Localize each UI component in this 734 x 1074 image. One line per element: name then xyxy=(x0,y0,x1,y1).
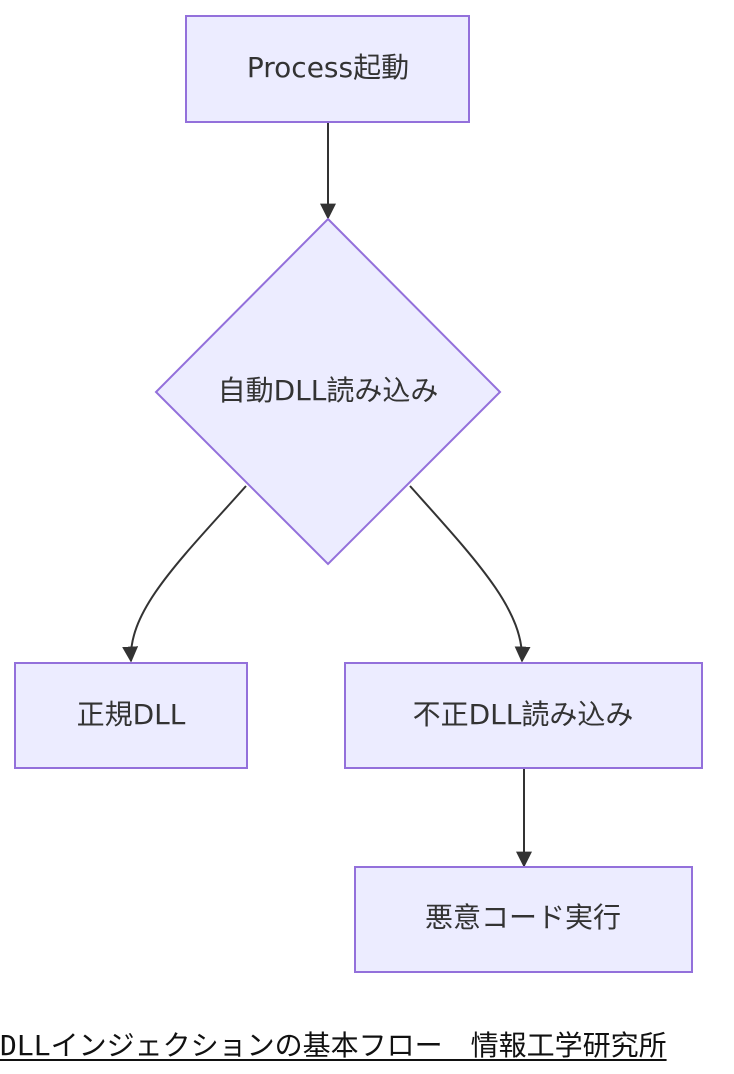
figure-caption: DLLインジェクションの基本フロー 情報工学研究所 xyxy=(0,1029,667,1062)
node-legit-dll: 正規DLL xyxy=(14,662,248,769)
node-malicious-code-exec: 悪意コード実行 xyxy=(354,866,693,973)
node-malicious-code-exec-label: 悪意コード実行 xyxy=(425,901,621,934)
edge-auto-load-to-legit-dll xyxy=(122,485,247,663)
node-malicious-dll-load: 不正DLL読み込み xyxy=(344,662,703,769)
node-auto-dll-load-label: 自動DLL読み込み xyxy=(218,374,439,407)
node-auto-dll-load: 自動DLL読み込み xyxy=(154,217,502,566)
node-process-start: Process起動 xyxy=(185,15,470,123)
node-malicious-dll-load-label: 不正DLL読み込み xyxy=(413,698,634,731)
edge-auto-load-to-malicious-load xyxy=(409,485,531,663)
node-legit-dll-label: 正規DLL xyxy=(77,698,186,731)
node-process-start-label: Process起動 xyxy=(247,51,409,84)
flowchart: Process起動 自動DLL読み込み 正規DLL 不正DLL読み込み 悪意コー… xyxy=(14,15,703,973)
